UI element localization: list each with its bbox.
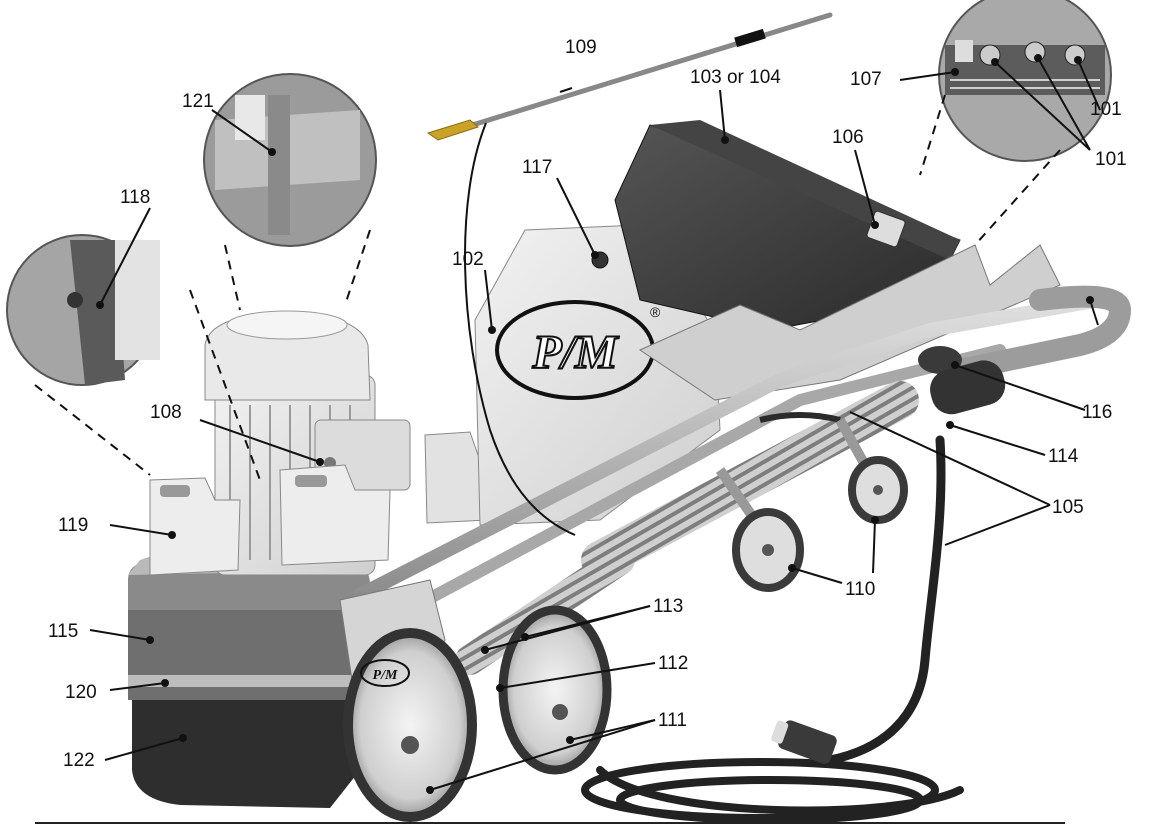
grinding-head (128, 540, 370, 808)
power-cord (581, 435, 964, 824)
callout-114: 114 (1048, 446, 1079, 467)
main-wheels: P/M (339, 579, 612, 822)
callout-109: 109 (565, 37, 597, 58)
wand-leader-curve (464, 122, 576, 536)
inset-connectors (34, 94, 1061, 481)
callout-102: 102 (452, 249, 484, 270)
logo-text: P/M (531, 326, 620, 379)
control-box (591, 120, 961, 331)
callout-107: 107 (850, 69, 882, 90)
inset-101 (938, 0, 1112, 162)
callout-105: 105 (1052, 497, 1084, 518)
callout-118: 118 (120, 187, 151, 208)
callout-115: 115 (48, 621, 79, 642)
leader-dots (96, 54, 1094, 794)
callout-110: 110 (845, 579, 876, 600)
handle-assembly (353, 244, 1132, 631)
callout-120: 120 (65, 682, 97, 703)
power-plug (771, 720, 837, 764)
callout-111: 111 (658, 710, 687, 731)
inset-118 (6, 234, 160, 386)
inset-121 (203, 73, 377, 247)
registered-mark: ® (650, 304, 661, 320)
callout-116: 116 (1082, 402, 1113, 423)
callout-103-104: 103 or 104 (690, 67, 781, 88)
wheel-logo-text: P/M (373, 668, 398, 683)
callout-117: 117 (522, 157, 553, 178)
callout-119: 119 (58, 515, 89, 536)
callout-121: 121 (182, 91, 214, 112)
callout-101a: 101 (1090, 99, 1122, 120)
leader-lines (89, 57, 1101, 791)
callout-113: 113 (653, 596, 684, 617)
weights (149, 431, 491, 576)
callout-101b: 101 (1095, 149, 1127, 170)
callout-122: 122 (63, 750, 95, 771)
callout-112: 112 (658, 653, 689, 674)
callout-106: 106 (832, 127, 864, 148)
callout-108: 108 (150, 402, 182, 423)
wand (426, 12, 833, 141)
